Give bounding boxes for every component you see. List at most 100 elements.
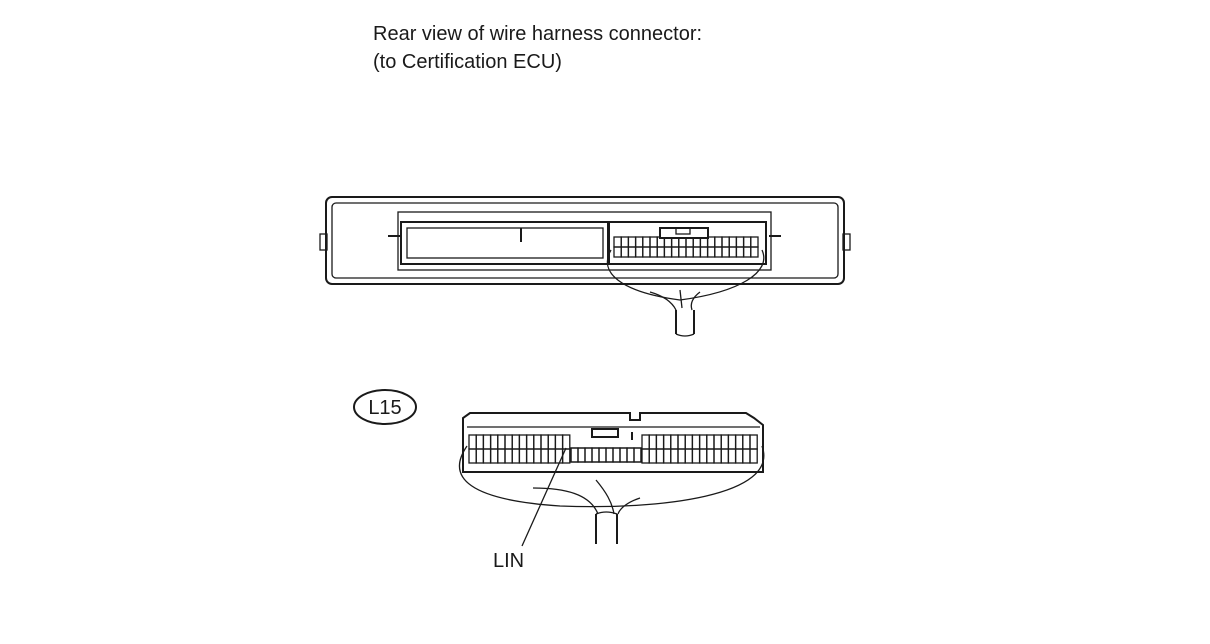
pin-cell: [721, 246, 730, 258]
pin-cell: [677, 434, 686, 450]
pin-cell: [691, 434, 701, 450]
pin-cell: [533, 434, 542, 450]
pin-cell: [570, 447, 579, 463]
harness-pin-grid: [468, 434, 758, 464]
connector-code-label: L15: [368, 397, 401, 419]
pin-cell: [749, 448, 758, 464]
pin-cell: [677, 448, 686, 464]
pin-cell: [561, 448, 571, 464]
caption-line-1: Rear view of wire harness connector:: [373, 23, 702, 45]
pin-cell: [547, 448, 557, 464]
pin-cell: [634, 246, 644, 258]
pin-cell: [670, 246, 680, 258]
pin-cell: [649, 246, 658, 258]
pin-cell: [678, 246, 687, 258]
pin-cell: [605, 447, 614, 463]
pin-cell: [511, 434, 521, 450]
pin-cell: [641, 434, 650, 450]
pin-cell: [728, 246, 738, 258]
pin-cell: [663, 246, 673, 258]
pin-cell: [655, 434, 665, 450]
pin-cell: [727, 448, 737, 464]
pin-cell: [613, 246, 622, 258]
pin-cell: [518, 434, 528, 450]
pin-cell: [525, 448, 535, 464]
pin-cell: [489, 448, 499, 464]
pin-cell: [554, 434, 564, 450]
connector-code-badge: L15: [353, 389, 417, 425]
pin-cell: [504, 434, 513, 450]
pin-cell: [540, 448, 549, 464]
lin-callout: LIN: [493, 447, 567, 572]
pin-cell: [734, 434, 744, 450]
pin-cell: [540, 434, 549, 450]
pin-cell: [684, 434, 694, 450]
pin-cell: [619, 447, 628, 463]
pin-cell: [655, 448, 665, 464]
pin-cell: [613, 236, 622, 248]
pin-cell: [706, 434, 715, 450]
pin-cell: [742, 236, 752, 248]
harness-connector: [458, 412, 765, 544]
pin-cell: [698, 448, 708, 464]
pin-cell: [734, 448, 744, 464]
pin-cell: [750, 246, 759, 258]
pin-cell: [497, 448, 506, 464]
pin-cell: [670, 434, 679, 450]
pin-cell: [691, 448, 701, 464]
pin-cell: [713, 448, 722, 464]
ecu-right-connector: [607, 221, 767, 265]
pin-cell: [750, 236, 759, 248]
pin-cell: [577, 447, 586, 463]
pin-cell: [620, 236, 630, 248]
pin-cell: [742, 448, 751, 464]
pin-cell: [620, 246, 630, 258]
pin-cell: [518, 448, 528, 464]
pin-cell: [662, 448, 672, 464]
pin-cell: [685, 246, 694, 258]
pin-cell: [627, 236, 637, 248]
pin-cell: [561, 434, 571, 450]
ecu-wire-harness: [606, 249, 765, 337]
pin-cell: [612, 447, 621, 463]
pin-cell: [720, 448, 730, 464]
pin-cell: [684, 448, 694, 464]
pin-cell: [525, 434, 535, 450]
pin-cell: [649, 236, 658, 248]
pin-cell: [720, 434, 730, 450]
pin-cell: [591, 447, 600, 463]
pin-cell: [648, 434, 658, 450]
pin-cell: [504, 448, 513, 464]
pin-cell: [742, 434, 751, 450]
pin-cell: [547, 434, 557, 450]
pin-cell: [698, 434, 708, 450]
pin-cell: [735, 246, 745, 258]
pin-cell: [598, 447, 607, 463]
pin-cell: [749, 434, 758, 450]
ecu-housing: [319, 196, 851, 337]
ecu-pin-grid: [613, 236, 759, 258]
pin-cell: [728, 236, 738, 248]
pin-cell: [662, 434, 672, 450]
pin-cell: [497, 434, 506, 450]
pin-cell: [511, 448, 521, 464]
pin-cell: [641, 448, 650, 464]
pin-cell: [626, 447, 635, 463]
pin-cell: [742, 246, 752, 258]
pin-cell: [699, 246, 709, 258]
pin-cell: [735, 236, 745, 248]
pin-cell: [633, 447, 642, 463]
pin-cell: [489, 434, 499, 450]
pin-cell: [656, 246, 666, 258]
pin-cell: [482, 434, 492, 450]
pin-cell: [706, 246, 716, 258]
pin-cell: [692, 246, 702, 258]
caption-line-2: (to Certification ECU): [373, 51, 562, 73]
pin-cell: [468, 448, 477, 464]
harness-wire-bundle: [458, 445, 765, 544]
pin-cell: [584, 447, 593, 463]
ecu-left-connector: [400, 221, 610, 265]
pin-cell: [721, 236, 730, 248]
pin-cell: [627, 246, 637, 258]
